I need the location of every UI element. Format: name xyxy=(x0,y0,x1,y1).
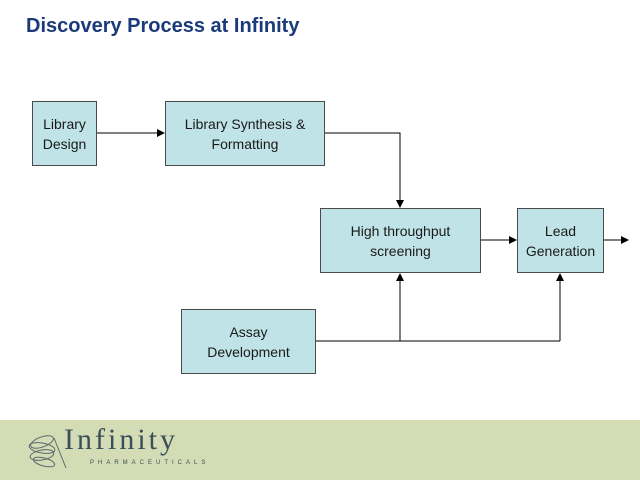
arrow-synthesis-to-hts xyxy=(325,132,404,208)
node-lead-generation: Lead Generation xyxy=(517,208,604,273)
footer-band: Infinity PHARMACEUTICALS xyxy=(0,420,640,480)
node-high-throughput-screening: High throughput screening xyxy=(320,208,481,273)
node-assay-development: Assay Development xyxy=(181,309,316,374)
logo-wordmark: Infinity xyxy=(64,423,178,456)
page-title: Discovery Process at Infinity xyxy=(26,15,300,37)
logo-subtitle: PHARMACEUTICALS xyxy=(90,460,210,466)
logo-dragonfly-icon xyxy=(28,435,67,469)
node-library-design: Library Design xyxy=(32,101,97,166)
node-library-synthesis: Library Synthesis & Formatting xyxy=(165,101,325,166)
